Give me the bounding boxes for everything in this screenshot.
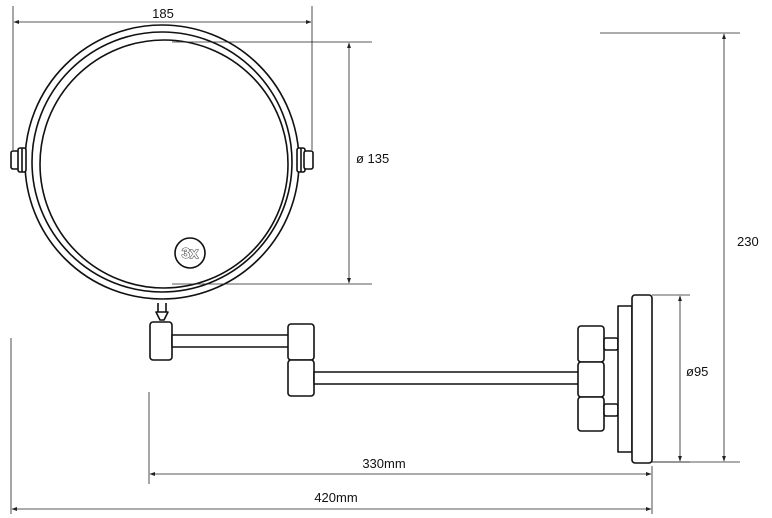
mirror-glass — [39, 39, 289, 289]
mirror-head: 3x — [10, 24, 314, 300]
right-pivot-knob — [296, 147, 314, 173]
magnification-badge: 3x — [174, 237, 206, 269]
dimension-height-total: 230 — [600, 32, 759, 463]
mirror-frame-outer — [24, 24, 300, 300]
magnification-badge-label: 3x — [182, 245, 199, 262]
dimension-arm-length-label: 330mm — [362, 456, 405, 471]
arm-segment-1 — [171, 323, 315, 397]
mirror-frame-inner — [31, 31, 293, 293]
dimension-width-top-label: 185 — [152, 6, 174, 21]
dimension-arm-length: 330mm — [148, 392, 653, 484]
arm-segment-2 — [313, 371, 581, 385]
dimension-total-length: 420mm — [10, 338, 653, 514]
mirror-neck-hinge — [149, 303, 173, 361]
dimension-mirror-diameter-label: ø 135 — [356, 151, 389, 166]
left-pivot-knob — [10, 147, 27, 173]
dimension-mirror-diameter: ø 135 — [172, 41, 389, 285]
dimension-base-diameter: ø95 — [652, 294, 708, 463]
dimension-total-length-label: 420mm — [314, 490, 357, 505]
dimension-width-top: 185 — [12, 6, 313, 150]
dimension-base-diameter-label: ø95 — [686, 364, 708, 379]
dimension-height-total-label: 230 — [737, 234, 759, 249]
wall-bracket — [577, 294, 653, 464]
